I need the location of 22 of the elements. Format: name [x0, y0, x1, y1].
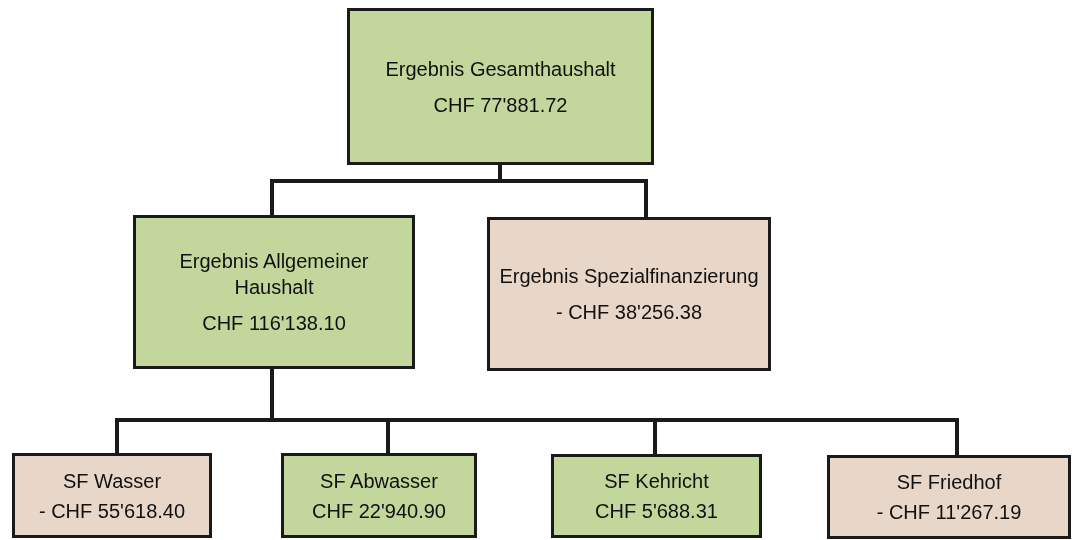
amount-text: CHF 5'688.31	[595, 499, 718, 523]
amount-text: - CHF 55'618.40	[38, 498, 186, 523]
box-title: Ergebnis Gesamthaushalt	[385, 56, 616, 82]
amount-text: CHF 22'940.90	[312, 498, 446, 523]
box-title: SF Wasser	[62, 468, 162, 493]
box-title: SF Friedhof	[896, 470, 1002, 494]
box-title: SF Kehricht	[604, 469, 709, 493]
amount-text: CHF 77'881.72	[433, 92, 568, 118]
result-box	[487, 217, 771, 371]
result-box	[347, 8, 654, 165]
result-box	[551, 454, 762, 538]
result-box	[12, 453, 212, 538]
result-box	[827, 455, 1071, 539]
box-title: Ergebnis Allgemeiner Haushalt	[178, 249, 370, 300]
amount-text: - CHF 11'267.19	[876, 500, 1022, 524]
result-box	[281, 453, 477, 538]
result-box	[133, 215, 415, 369]
box-title: Ergebnis Spezialfinanzierung	[499, 264, 759, 289]
amount-text: CHF 116'138.10	[202, 311, 346, 336]
connector-line	[498, 165, 648, 217]
amount-text: - CHF 38'256.38	[555, 300, 703, 325]
box-title: SF Abwasser	[320, 468, 438, 493]
